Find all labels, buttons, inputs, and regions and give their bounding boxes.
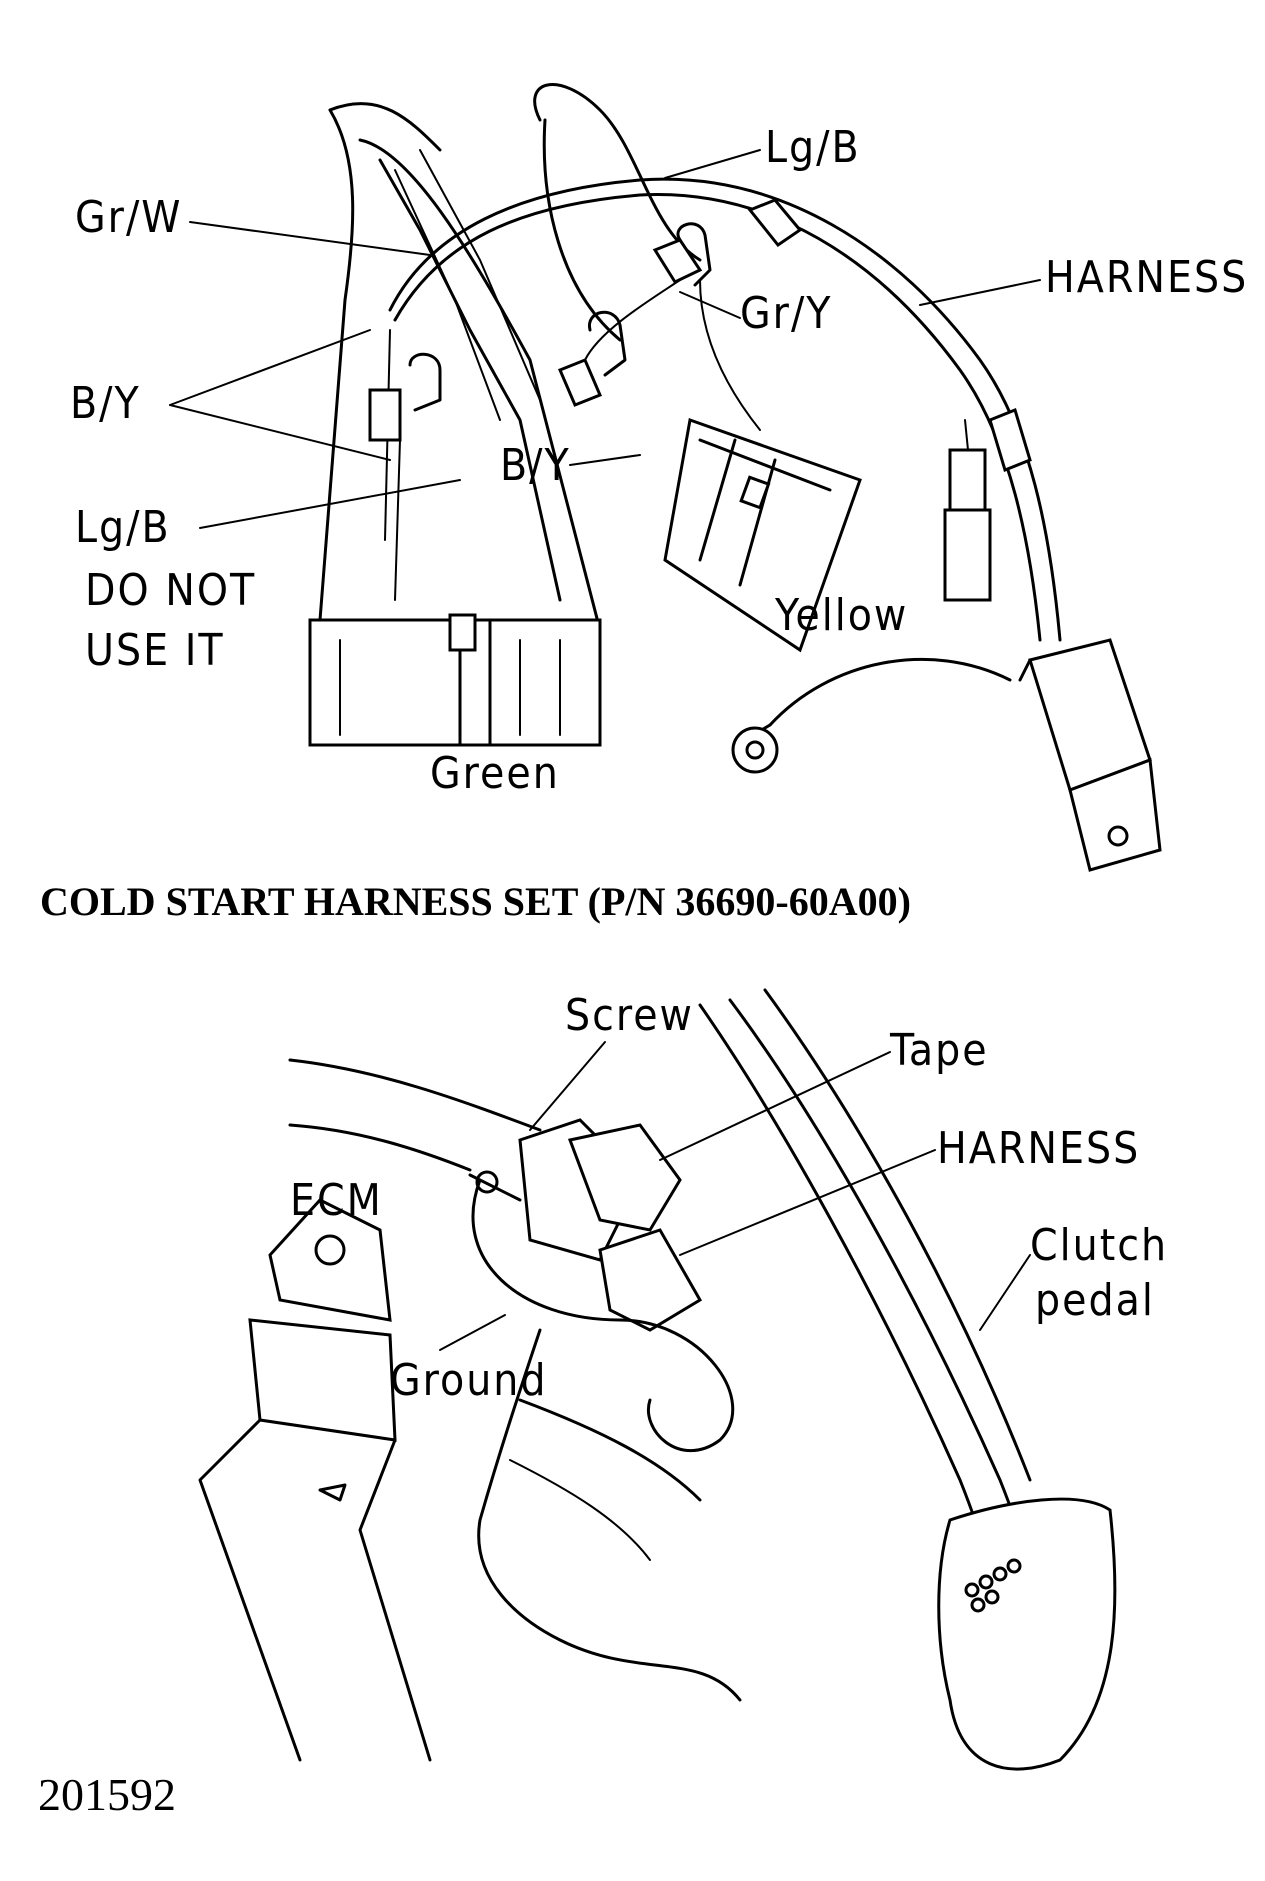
label-yellow: Yellow bbox=[774, 590, 908, 641]
label-ground: Ground bbox=[390, 1355, 548, 1406]
ground-ring-terminal bbox=[731, 657, 1012, 774]
label-lg-b-left: Lg/B bbox=[75, 502, 171, 553]
green-connector bbox=[308, 613, 602, 747]
top-harness-illustration bbox=[169, 83, 1162, 872]
label-screw: Screw bbox=[565, 990, 694, 1041]
diagram-caption: COLD START HARNESS SET (P/N 36690-60A00) bbox=[40, 879, 911, 924]
label-harness-bottom: HARNESS bbox=[937, 1123, 1140, 1174]
label-do-not: DO NOT bbox=[85, 565, 256, 616]
top-labels: Lg/B Gr/W HARNESS Gr/Y B/Y B/Y Lg/B DO N… bbox=[70, 122, 1248, 799]
yellow-connector bbox=[663, 417, 862, 653]
label-green: Green bbox=[430, 748, 560, 799]
label-b-y-mid: B/Y bbox=[500, 440, 571, 491]
label-pedal: pedal bbox=[1035, 1275, 1155, 1326]
label-tape: Tape bbox=[889, 1025, 989, 1076]
mounted-relay bbox=[468, 1118, 703, 1332]
relay bbox=[1018, 638, 1162, 872]
label-gr-w: Gr/W bbox=[75, 192, 182, 243]
label-harness-top: HARNESS bbox=[1045, 252, 1248, 303]
label-gr-y: Gr/Y bbox=[740, 288, 832, 339]
figure-number: 201592 bbox=[38, 1769, 176, 1820]
ecm-bracket bbox=[198, 1198, 432, 1762]
label-lg-b-top: Lg/B bbox=[765, 122, 861, 173]
bottom-labels: Screw Tape HARNESS ECM Clutch pedal Grou… bbox=[290, 990, 1168, 1406]
label-use-it: USE IT bbox=[85, 625, 225, 676]
bottom-installation-illustration bbox=[198, 988, 1117, 1771]
label-ecm: ECM bbox=[290, 1175, 383, 1226]
clutch-pedal-pad bbox=[937, 1497, 1117, 1771]
label-clutch: Clutch bbox=[1030, 1220, 1168, 1271]
label-b-y-left: B/Y bbox=[70, 378, 141, 429]
small-plug bbox=[943, 419, 992, 602]
